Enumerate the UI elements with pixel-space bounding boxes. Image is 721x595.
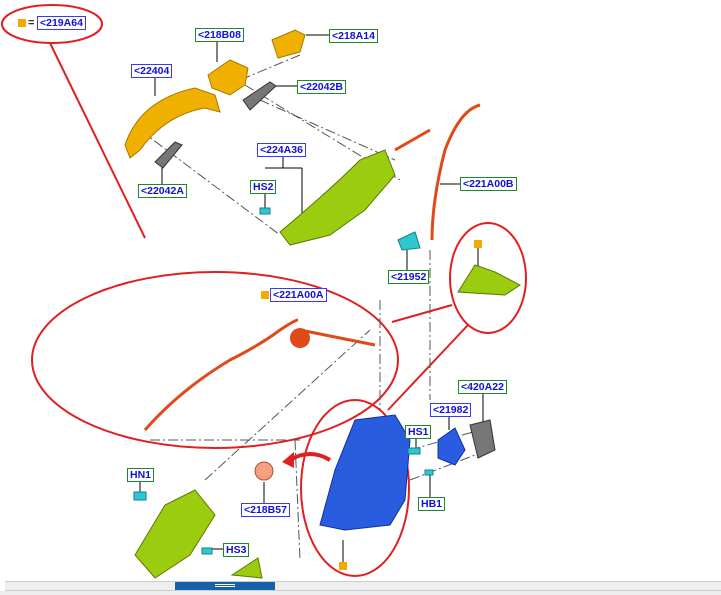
callout-circles (1, 4, 527, 577)
scrollbar-thumb[interactable] (175, 582, 275, 590)
part-gaskets (154, 81, 496, 459)
label-HS2[interactable]: HS2 (250, 180, 277, 194)
assembly-lines (139, 54, 481, 561)
label-21982[interactable]: <21982 (430, 403, 472, 417)
part-cables (143, 103, 481, 431)
label-22404[interactable]: <22404 (131, 64, 173, 78)
part-latch (319, 414, 466, 531)
label-HN1[interactable]: HN1 (127, 468, 155, 482)
label-224A36[interactable]: <224A36 (257, 143, 306, 157)
label-HB1[interactable]: HB1 (418, 497, 446, 511)
legend-marker-icon (18, 19, 26, 27)
part-brackets (134, 149, 521, 579)
label-218B57[interactable]: <218B57 (241, 503, 290, 517)
label-420A22[interactable]: <420A22 (458, 380, 507, 394)
grip-icon (215, 584, 235, 587)
marker-icon (261, 291, 269, 299)
label-HS1[interactable]: HS1 (405, 425, 432, 439)
latch-callout-ellipse (300, 399, 410, 577)
label-221A00A[interactable]: <221A00A (270, 288, 327, 302)
cable-grommet (290, 328, 310, 348)
part-clip-218B57 (254, 461, 274, 481)
marker-icon (339, 562, 347, 570)
label-22042B[interactable]: <22042B (297, 80, 346, 94)
horizontal-scrollbar[interactable] (5, 581, 721, 591)
legend-callout-ellipse (1, 4, 103, 44)
label-HS3[interactable]: HS3 (223, 543, 250, 557)
marker-icon (474, 240, 482, 248)
label-22042A[interactable]: <22042A (138, 184, 187, 198)
arrow-icon (288, 452, 332, 462)
footer-bar (0, 591, 721, 595)
label-21952[interactable]: <21952 (388, 270, 430, 284)
part-handle (124, 29, 306, 159)
bracket-callout-ellipse (449, 222, 527, 334)
legend-equals: = (28, 17, 35, 29)
cable-callout-ellipse (31, 271, 399, 449)
part-clips (133, 207, 434, 555)
label-218A14[interactable]: <218A14 (329, 29, 378, 43)
label-221A00B[interactable]: <221A00B (460, 177, 517, 191)
label-219A64[interactable]: <219A64 (37, 16, 86, 30)
label-218B08[interactable]: <218B08 (195, 28, 244, 42)
